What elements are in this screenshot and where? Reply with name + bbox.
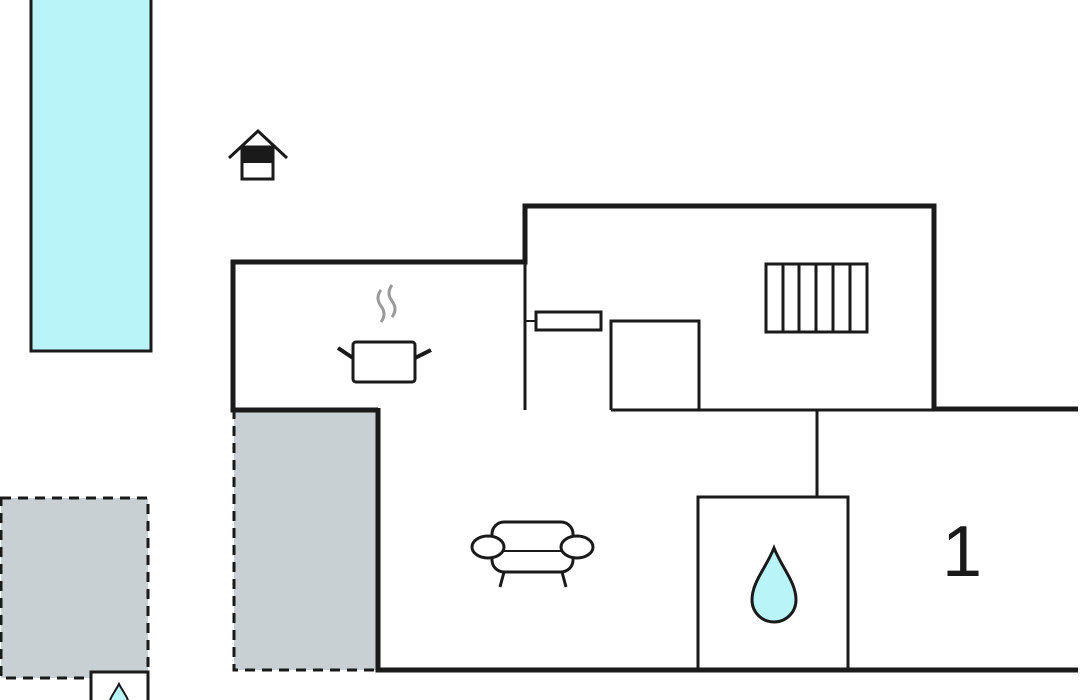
bathroom-wall xyxy=(696,495,850,672)
entrance-house-icon xyxy=(227,128,289,181)
swimming-pool xyxy=(29,0,153,353)
wall-heater-icon xyxy=(534,310,603,332)
terrace-center xyxy=(232,408,380,672)
outdoor-shower-icon xyxy=(89,670,150,700)
bathroom-water-drop-icon xyxy=(750,543,798,624)
kitchen-pot-icon xyxy=(336,284,432,384)
outer-wall xyxy=(230,203,1078,413)
interior-wall-closet xyxy=(609,319,701,410)
room-number-label: 1 xyxy=(942,512,982,592)
terrace-left xyxy=(0,496,150,680)
stairs-icon xyxy=(764,262,869,334)
sofa-icon xyxy=(470,520,595,588)
